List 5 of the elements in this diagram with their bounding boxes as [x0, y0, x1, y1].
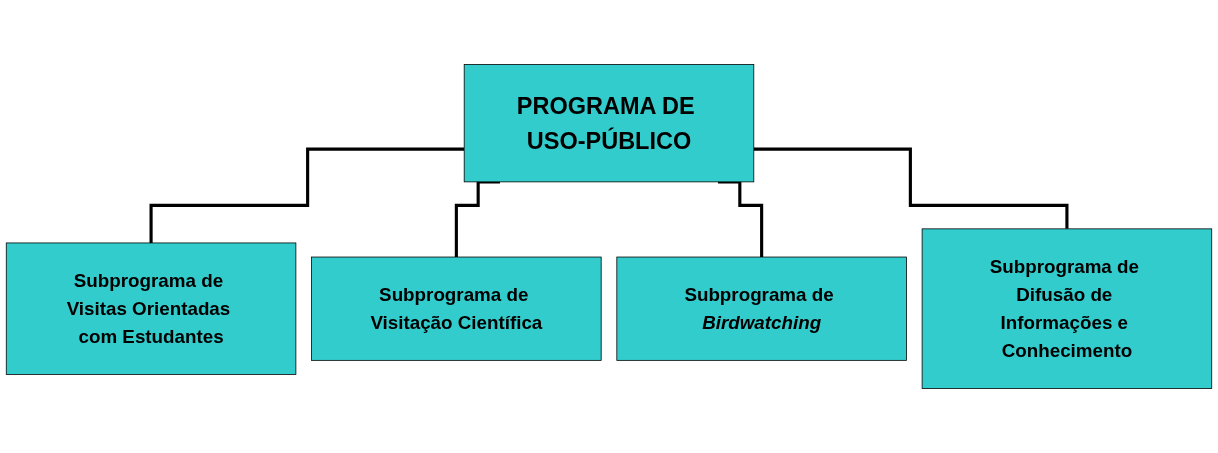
node-box: Subprograma de Birdwatching — [616, 256, 907, 361]
node-box: PROGRAMA DE USO-PÚBLICO — [463, 64, 755, 183]
node-box: Subprograma de Visitas Orientadas com Estudantes — [5, 242, 297, 375]
node-box: Subprograma de Visitação Científica — [311, 256, 602, 361]
node-box: Subprograma de Difusão de Informações e Conhecimento — [921, 228, 1213, 389]
